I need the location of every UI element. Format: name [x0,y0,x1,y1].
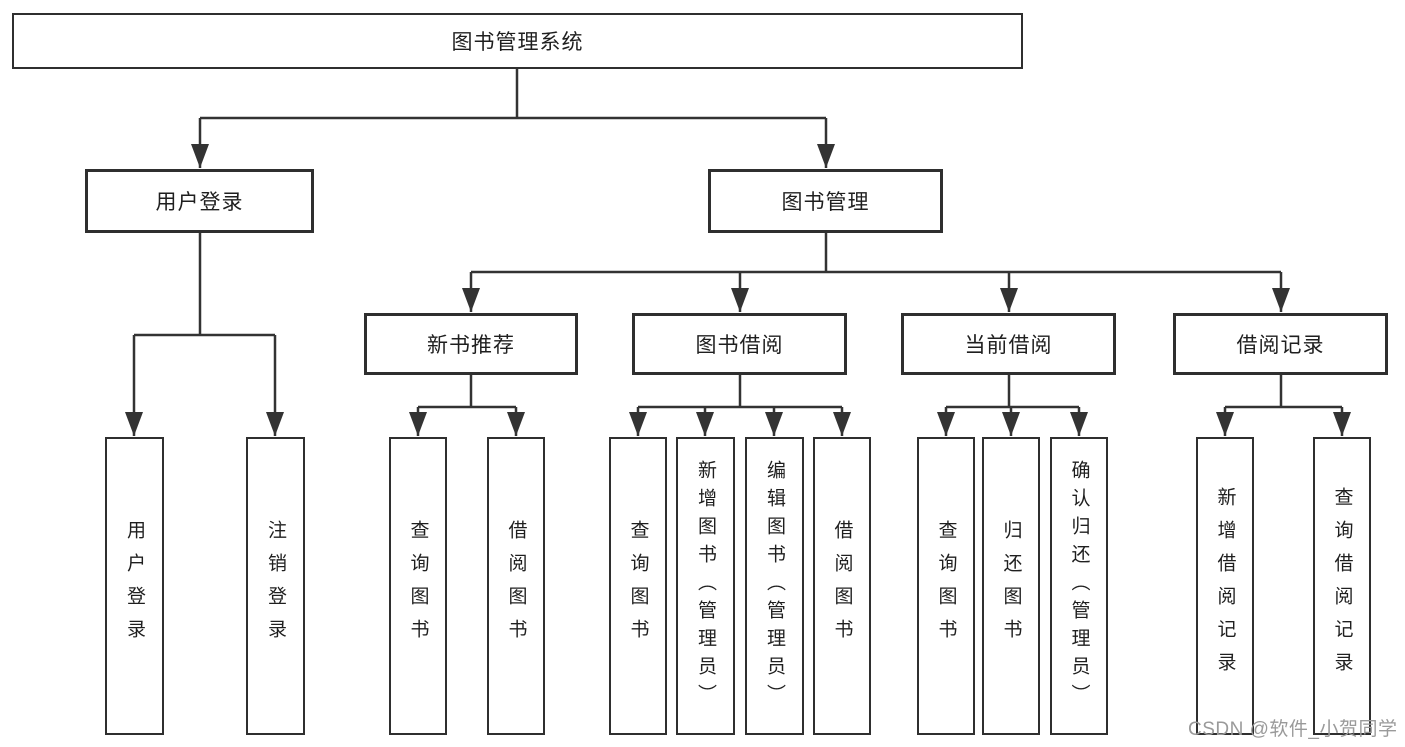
node-new-book-recommend-label: 新书推荐 [427,334,515,357]
leaf-logout-label: 注销登录 [265,520,286,652]
node-root-system: 图书管理系统 [12,13,1023,69]
leaf-borrowing-borrow-books-label: 借阅图书 [831,520,853,652]
leaf-recommend-borrow-books: 借阅图书 [487,437,545,735]
node-user-login: 用户登录 [85,169,314,233]
leaf-edit-books-admin: 编辑图书（管理员） [745,437,804,735]
leaf-return-books: 归还图书 [982,437,1040,735]
leaf-add-borrow-record-label: 新增借阅记录 [1214,487,1236,685]
leaf-recommend-borrow-books-label: 借阅图书 [505,520,527,652]
node-borrowing-records-label: 借阅记录 [1236,334,1325,357]
leaf-borrowing-query-books: 查询图书 [609,437,667,735]
leaf-return-books-label: 归还图书 [1000,520,1022,652]
leaf-borrowing-query-books-label: 查询图书 [627,520,649,652]
leaf-confirm-return-admin: 确认归还（管理员） [1050,437,1108,735]
leaf-user-login-label: 用户登录 [124,520,145,652]
node-borrowing-records: 借阅记录 [1173,313,1388,375]
leaf-logout: 注销登录 [246,437,305,735]
leaf-current-query-books: 查询图书 [917,437,975,735]
node-book-borrowing: 图书借阅 [632,313,847,375]
node-user-login-label: 用户登录 [155,191,244,214]
node-book-management-label: 图书管理 [781,191,870,214]
leaf-borrowing-borrow-books: 借阅图书 [813,437,871,735]
leaf-add-books-admin: 新增图书（管理员） [676,437,735,735]
node-current-borrowing: 当前借阅 [901,313,1116,375]
leaf-query-borrow-record-label: 查询借阅记录 [1331,487,1353,685]
node-book-management: 图书管理 [708,169,943,233]
leaf-recommend-query-books: 查询图书 [389,437,447,735]
node-current-borrowing-label: 当前借阅 [964,334,1053,357]
leaf-add-books-admin-label: 新增图书（管理员） [695,460,716,712]
leaf-recommend-query-books-label: 查询图书 [407,520,429,652]
leaf-current-query-books-label: 查询图书 [935,520,957,652]
leaf-add-borrow-record: 新增借阅记录 [1196,437,1254,735]
leaf-confirm-return-admin-label: 确认归还（管理员） [1068,460,1090,712]
node-new-book-recommend: 新书推荐 [364,313,578,375]
leaf-user-login: 用户登录 [105,437,164,735]
leaf-query-borrow-record: 查询借阅记录 [1313,437,1371,735]
node-book-borrowing-label: 图书借阅 [695,334,784,357]
node-root-label: 图书管理系统 [451,31,584,54]
csdn-watermark: CSDN @软件_小贺同学 [1188,719,1398,740]
leaf-edit-books-admin-label: 编辑图书（管理员） [764,460,785,712]
